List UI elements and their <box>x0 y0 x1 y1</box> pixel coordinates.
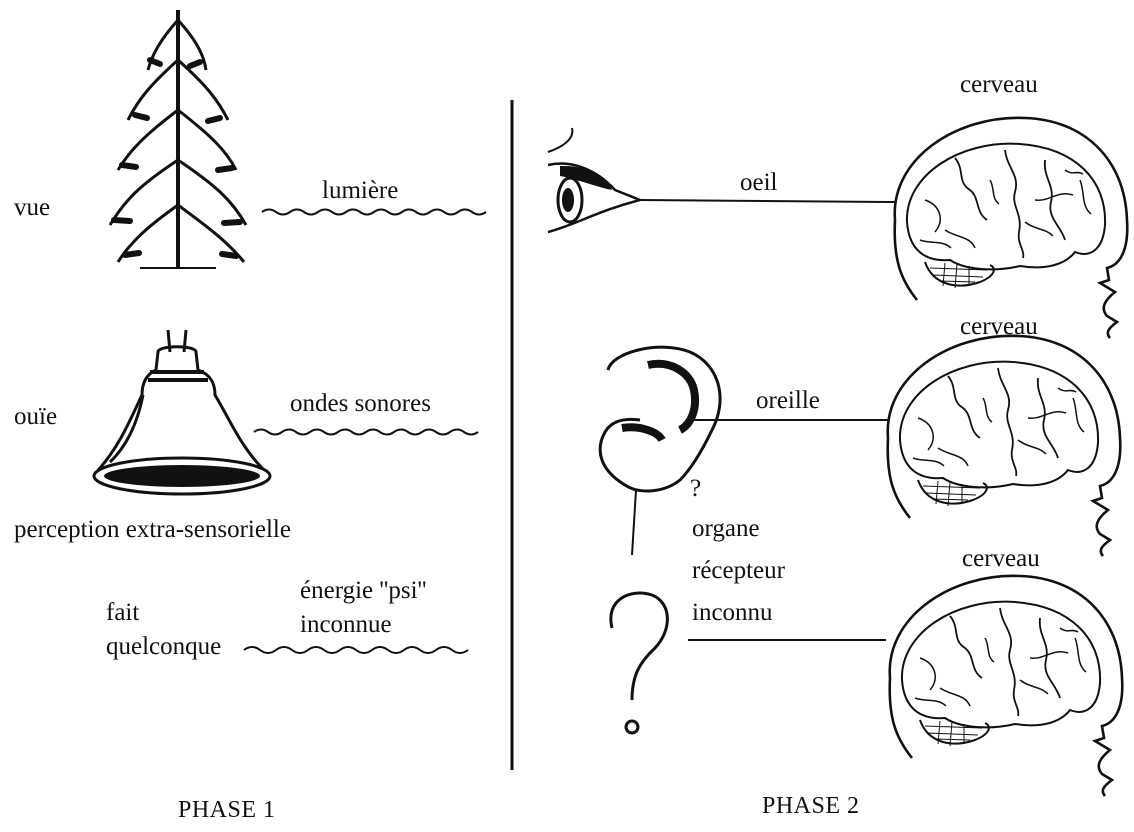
label-inconnue: inconnue <box>300 610 392 640</box>
tree-icon <box>110 10 246 268</box>
label-vue: vue <box>14 193 50 223</box>
wave-lumiere <box>262 210 486 215</box>
bell-icon <box>94 330 270 494</box>
brain-icon <box>895 118 1128 338</box>
phase-1-title: PHASE 1 <box>178 796 276 825</box>
wave-ondes <box>254 430 478 435</box>
label-energie-psi: énergie ''psi'' <box>300 576 427 606</box>
label-inconnu: inconnu <box>692 598 773 628</box>
label-quelconque: quelconque <box>106 632 221 662</box>
label-recepteur: récepteur <box>692 556 785 586</box>
brain-icon <box>890 576 1123 796</box>
label-oeil: oeil <box>740 168 778 198</box>
label-lumiere: lumière <box>322 176 398 206</box>
label-fait: fait <box>106 598 139 628</box>
label-cerveau-2: cerveau <box>960 312 1038 342</box>
label-cerveau-3: cerveau <box>962 544 1040 574</box>
label-organe: organe <box>692 514 760 544</box>
eye-icon <box>548 128 895 232</box>
label-ouie: ouïe <box>14 402 57 432</box>
label-cerveau-1: cerveau <box>960 70 1038 100</box>
wave-psi <box>244 647 468 653</box>
label-oreille: oreille <box>756 386 820 416</box>
brain-icon <box>888 336 1121 556</box>
label-unknown-question: ? <box>690 474 701 504</box>
label-ondes-sonores: ondes sonores <box>290 389 431 419</box>
label-esp-heading: perception extra-sensorielle <box>14 515 291 545</box>
phase-2-title: PHASE 2 <box>762 792 860 821</box>
